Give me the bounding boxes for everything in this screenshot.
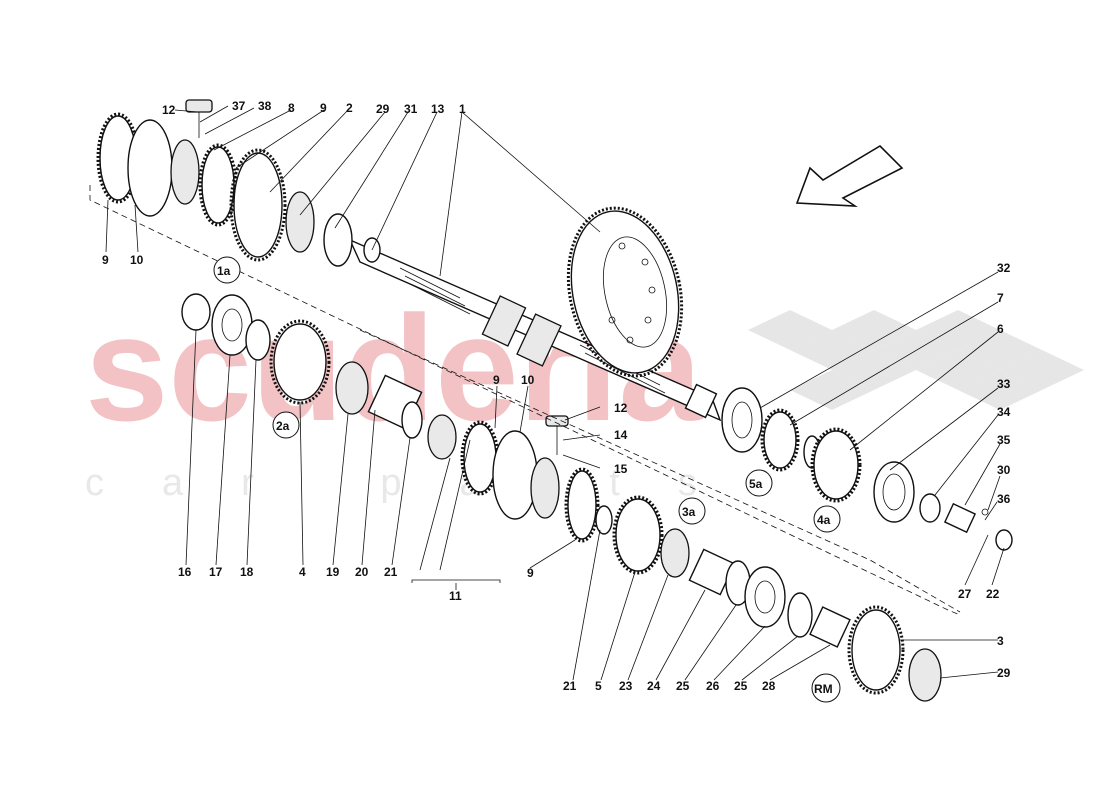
group-marker-circle <box>811 673 841 703</box>
callout-label: 29 <box>376 102 390 116</box>
lower-shaft-assembly <box>181 293 942 702</box>
callout-label: 35 <box>997 433 1011 447</box>
callout-label: 10 <box>130 253 144 267</box>
upper-shaft-assembly <box>96 99 1013 551</box>
callout-label: 36 <box>997 492 1011 506</box>
callout-label: 11 <box>449 589 462 603</box>
callout-label: 20 <box>355 565 369 579</box>
group-marker-circle <box>213 256 241 284</box>
callout-label: 21 <box>563 679 577 693</box>
callout-label: 18 <box>240 565 254 579</box>
callout-label: 23 <box>619 679 633 693</box>
callout-label: 37 <box>232 99 246 113</box>
group-marker-circle <box>678 497 706 525</box>
callout-label: 31 <box>404 102 418 116</box>
callout-label: 29 <box>997 666 1011 680</box>
callout-label: 22 <box>986 587 1000 601</box>
callout-label: 6 <box>997 322 1004 336</box>
callout-label: 2 <box>346 101 353 115</box>
callout-label: 24 <box>647 679 661 693</box>
group-marker-label: 4a <box>817 513 831 527</box>
callout-label: 7 <box>997 291 1004 305</box>
callout-label: 21 <box>384 565 398 579</box>
callout-label: 32 <box>997 261 1011 275</box>
group-marker-circle <box>813 505 841 533</box>
callout-label: 1 <box>459 102 466 116</box>
group-marker-circle <box>272 411 300 439</box>
callout-label: 12 <box>162 103 176 117</box>
callout-label: 17 <box>209 565 223 579</box>
callout-label: 8 <box>288 101 295 115</box>
checkered-flag-logo <box>748 310 1084 410</box>
callout-label: 38 <box>258 99 272 113</box>
callout-labels: 12 37 38 8 9 2 29 31 13 1 9 10 1a 32 7 6… <box>102 99 1011 703</box>
callout-label: 12 <box>614 401 628 415</box>
callout-label: 10 <box>521 373 535 387</box>
callout-label: 34 <box>997 405 1011 419</box>
group-marker-label: 5a <box>749 477 763 491</box>
callout-label: 33 <box>997 377 1011 391</box>
callout-label: 5 <box>595 679 602 693</box>
callout-label: 19 <box>326 565 340 579</box>
callout-label: 9 <box>527 566 534 580</box>
watermark-sub: car parts <box>85 462 755 504</box>
callout-label: 16 <box>178 565 192 579</box>
direction-arrow-icon <box>795 144 904 207</box>
callout-label: 25 <box>734 679 748 693</box>
callout-label: 27 <box>958 587 972 601</box>
callout-label: 26 <box>706 679 720 693</box>
callout-label: 3 <box>997 634 1004 648</box>
callout-label: 13 <box>431 102 445 116</box>
group-marker-label: 3a <box>682 505 696 519</box>
group-marker-label: 2a <box>276 419 290 433</box>
leader-lines <box>89 105 1005 681</box>
group-marker-circle <box>745 469 773 497</box>
callout-label: 15 <box>614 462 628 476</box>
callout-label: 9 <box>102 253 109 267</box>
callout-label: 28 <box>762 679 776 693</box>
callout-label: 25 <box>676 679 690 693</box>
group-marker-label: RM <box>814 682 833 696</box>
callout-label: 9 <box>320 101 327 115</box>
group-marker-label: 1a <box>217 264 231 278</box>
callout-label: 4 <box>299 565 306 579</box>
callout-label: 30 <box>997 463 1011 477</box>
callout-label: 9 <box>493 373 500 387</box>
callout-label: 14 <box>614 428 628 442</box>
